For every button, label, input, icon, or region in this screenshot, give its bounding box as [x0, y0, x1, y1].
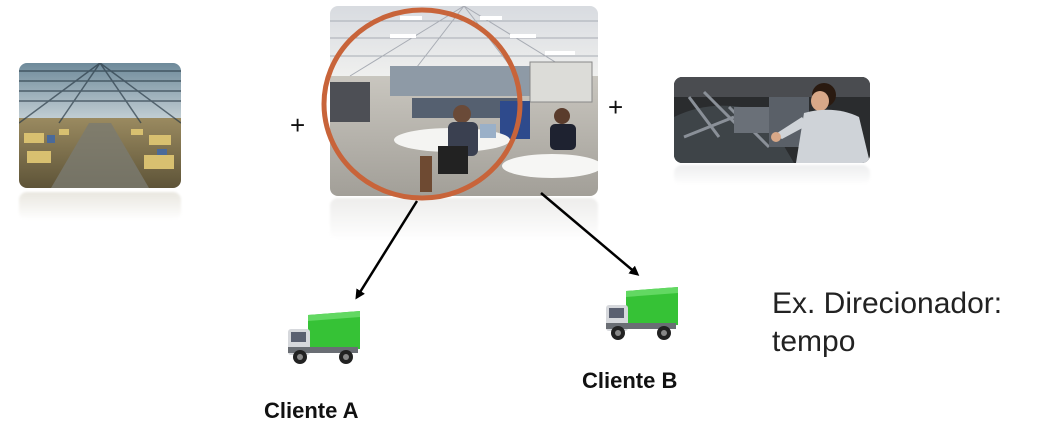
highlight-circle — [321, 7, 523, 201]
mechanic-reflection — [674, 165, 870, 185]
truck-icon-cliente-b — [604, 285, 680, 345]
driver-line-2: tempo — [772, 325, 856, 358]
truck-icon-cliente-a — [286, 309, 362, 369]
plus-sign-right: + — [608, 92, 624, 122]
warehouse-photo — [19, 63, 181, 188]
office-photo — [330, 6, 598, 196]
warehouse-reflection — [19, 192, 181, 220]
arrow-to-cliente-b — [540, 192, 640, 276]
driver-line-1: Ex. Direcionador: — [772, 287, 1003, 320]
plus-sign-left: + — [290, 110, 306, 140]
driver-caption: Ex. Direcionador: tempo — [772, 285, 1002, 361]
arrow-to-cliente-a — [355, 200, 419, 300]
cliente-a-label: Cliente A — [264, 398, 359, 423]
mechanic-photo — [674, 77, 870, 163]
cliente-b-label: Cliente B — [582, 368, 678, 393]
